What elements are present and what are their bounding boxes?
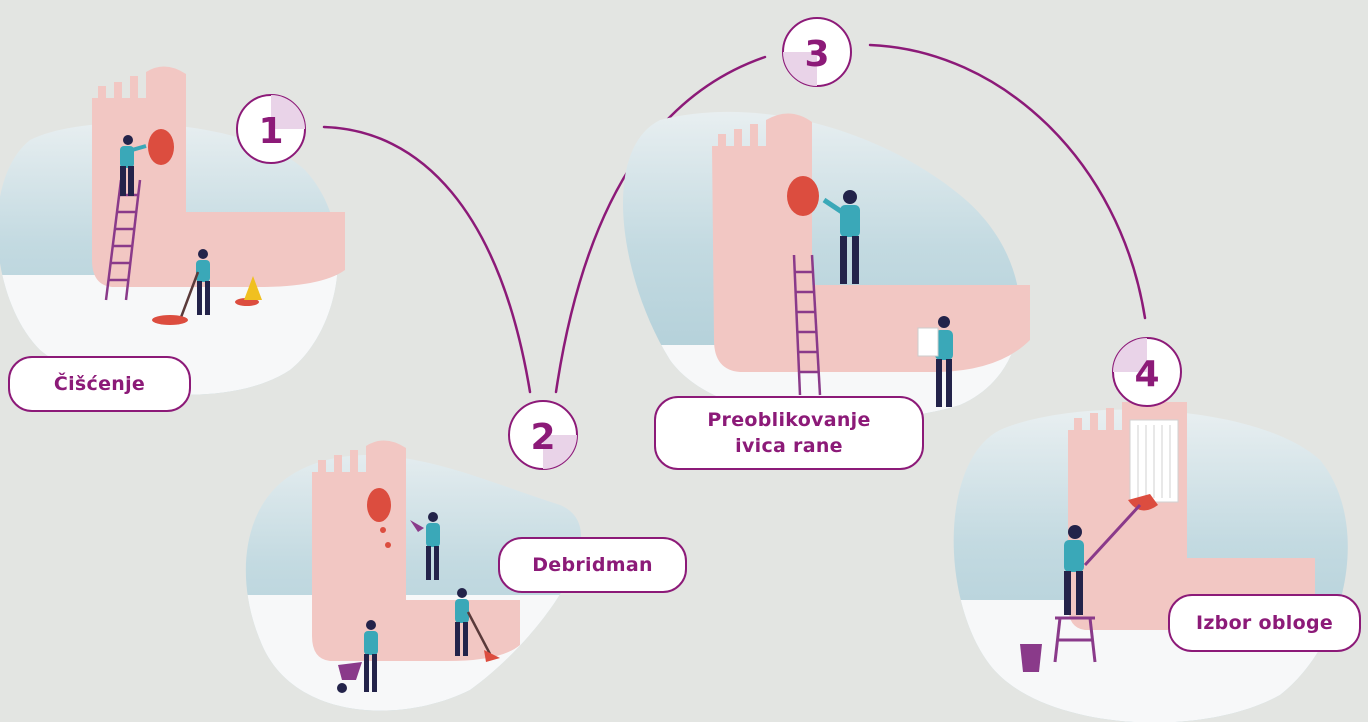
dressing-roll bbox=[1129, 419, 1179, 503]
step-2-number: 2 bbox=[530, 417, 555, 458]
scene-cleaning-illustration bbox=[0, 66, 345, 395]
step-3-marker: 3 bbox=[782, 17, 852, 87]
step-stool bbox=[1053, 616, 1097, 663]
step-2-label-text: Debridman bbox=[532, 554, 653, 576]
step-connector-lines bbox=[322, 43, 1147, 394]
worker-figure-mopping bbox=[178, 249, 210, 321]
worker-figure-climbing bbox=[120, 135, 147, 196]
step-1-marker: 1 bbox=[236, 94, 306, 164]
paint-bucket bbox=[1020, 644, 1042, 672]
step-3-label-line-1: Preoblikovanje bbox=[707, 409, 871, 431]
wet-floor-sign bbox=[244, 276, 262, 300]
worker-figure-spraying bbox=[410, 512, 440, 580]
step-2-label: Debridman bbox=[498, 537, 687, 593]
worker-figure-reading-plan bbox=[917, 316, 953, 407]
foot-tower-shape bbox=[92, 66, 345, 288]
step-3-number: 3 bbox=[804, 34, 829, 75]
wound-spot bbox=[367, 488, 391, 522]
paint-roller bbox=[1128, 494, 1158, 511]
ladder bbox=[792, 254, 822, 396]
step-4-label: Izbor obloge bbox=[1168, 594, 1361, 652]
step-3-label: Preoblikovanje ivica rane bbox=[654, 396, 924, 470]
worker-figure-wheelbarrow bbox=[337, 620, 378, 693]
step-1-number: 1 bbox=[258, 111, 283, 152]
step-1-label: Čišćenje bbox=[8, 356, 191, 412]
wound-spot bbox=[148, 129, 174, 165]
step-1-label-text: Čišćenje bbox=[53, 373, 146, 395]
wound-spot bbox=[787, 176, 819, 216]
step-4-marker: 4 bbox=[1112, 337, 1182, 407]
step-4-label-text: Izbor obloge bbox=[1195, 612, 1334, 634]
worker-figure-rolling bbox=[1064, 525, 1084, 615]
worker-figure-painting bbox=[822, 190, 860, 284]
step-3-label-line-2: ivica rane bbox=[735, 435, 843, 457]
scene-dressing-choice-illustration bbox=[953, 402, 1348, 722]
step-2-marker: 2 bbox=[508, 400, 578, 470]
step-4-number: 4 bbox=[1134, 354, 1159, 395]
scene-edge-reshaping-illustration bbox=[622, 111, 1030, 421]
foot-tower-shape bbox=[712, 113, 1030, 372]
floor-stain bbox=[152, 315, 188, 325]
worker-figure-shoveling bbox=[455, 588, 500, 662]
